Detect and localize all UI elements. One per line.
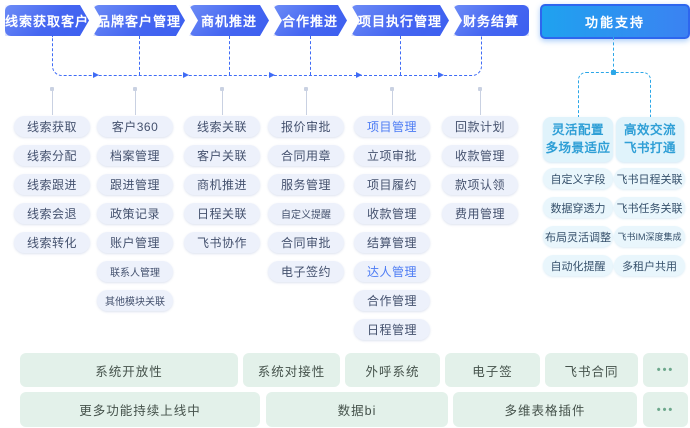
stem-dot xyxy=(133,87,137,91)
feature-chip: 自定义提醒 xyxy=(268,203,344,224)
more-ellipsis-box: ••• xyxy=(643,392,688,427)
feature-chip: 飞书协作 xyxy=(184,232,260,253)
stem-dot xyxy=(304,87,308,91)
feature-chip-highlighted: 达人管理 xyxy=(354,261,430,282)
feature-chip: 客户360 xyxy=(97,116,173,137)
capability-box-more-features: 更多功能持续上线中 xyxy=(20,392,260,427)
stem-dot xyxy=(220,87,224,91)
support-chip: 自动化提醒 xyxy=(543,255,613,276)
support-chip: 数据穿透力 xyxy=(543,197,613,218)
feature-chip: 线索转化 xyxy=(14,232,90,253)
column-feishu-connect: 飞书日程关联 飞书任务关联 飞书IM深度集成 多租户共用 xyxy=(614,168,685,276)
support-header-flexible-config: 灵活配置 多场景适应 xyxy=(543,117,613,162)
feature-chip: 结算管理 xyxy=(354,232,430,253)
feature-chip: 其他模块关联 xyxy=(97,290,173,311)
column-flexible-config: 自定义字段 数据穿透力 布局灵活调整 自动化提醒 xyxy=(543,168,613,276)
support-button: 功能支持 xyxy=(540,4,690,39)
column-stem xyxy=(222,90,223,115)
feature-chip: 线索获取 xyxy=(14,116,90,137)
flow-drop-line xyxy=(310,36,311,75)
stage-pill-brand-customer: 品牌客户管理 xyxy=(93,5,185,36)
flow-drop-line xyxy=(139,36,140,75)
flow-drop-line xyxy=(400,36,401,75)
capability-box-bitable-plugin: 多维表格插件 xyxy=(453,392,637,427)
flow-arrow-icon xyxy=(269,72,275,78)
stem-dot xyxy=(390,87,394,91)
feature-chip: 合作管理 xyxy=(354,290,430,311)
stage-pill-finance-settlement: 财务结算 xyxy=(453,5,529,36)
flow-arrow-icon xyxy=(93,72,99,78)
feature-chip: 线索关联 xyxy=(184,116,260,137)
column-stem xyxy=(392,90,393,115)
column-stem xyxy=(480,90,481,115)
stage-pill-opportunity: 商机推进 xyxy=(189,5,269,36)
feature-chip: 客户关联 xyxy=(184,145,260,166)
feature-chip-highlighted: 项目管理 xyxy=(354,116,430,137)
feature-chip: 回款计划 xyxy=(442,116,518,137)
feature-chip: 线索会退 xyxy=(14,203,90,224)
column-finance-settlement: 回款计划 收款管理 款项认领 费用管理 xyxy=(442,116,518,224)
feature-chip: 线索分配 xyxy=(14,145,90,166)
support-chip: 飞书任务关联 xyxy=(614,197,685,218)
feature-chip: 电子签约 xyxy=(268,261,344,282)
column-brand-customer: 客户360 档案管理 跟进管理 政策记录 账户管理 联系人管理 其他模块关联 xyxy=(97,116,173,311)
column-stem xyxy=(52,90,53,115)
capability-box-system-docking: 系统对接性 xyxy=(243,353,340,387)
support-header-feishu-connect: 高效交流 飞书打通 xyxy=(616,117,684,162)
feature-chip: 日程关联 xyxy=(184,203,260,224)
feature-chip: 政策记录 xyxy=(97,203,173,224)
feature-chip: 线索跟进 xyxy=(14,174,90,195)
feature-chip: 款项认领 xyxy=(442,174,518,195)
feature-chip: 账户管理 xyxy=(97,232,173,253)
column-project-execution: 项目管理 立项审批 项目履约 收款管理 结算管理 达人管理 合作管理 日程管理 xyxy=(354,116,430,340)
feature-chip: 立项审批 xyxy=(354,145,430,166)
support-chip: 飞书日程关联 xyxy=(614,168,685,189)
stem-dot xyxy=(478,87,482,91)
feature-chip: 合同审批 xyxy=(268,232,344,253)
column-cooperation: 报价审批 合同用章 服务管理 自定义提醒 合同审批 电子签约 xyxy=(268,116,344,282)
support-header-line: 灵活配置 xyxy=(551,123,604,137)
support-header-line: 飞书打通 xyxy=(623,140,676,155)
flow-arrow-icon xyxy=(183,72,189,78)
feature-chip: 档案管理 xyxy=(97,145,173,166)
feature-chip: 合同用章 xyxy=(268,145,344,166)
feature-chip: 服务管理 xyxy=(268,174,344,195)
column-stem xyxy=(306,90,307,115)
capability-box-outbound-call: 外呼系统 xyxy=(345,353,440,387)
feature-chip: 收款管理 xyxy=(442,145,518,166)
capability-box-system-openness: 系统开放性 xyxy=(20,353,238,387)
column-opportunity: 线索关联 客户关联 商机推进 日程关联 飞书协作 xyxy=(184,116,260,253)
capability-box-data-bi: 数据bi xyxy=(266,392,448,427)
feature-chip: 项目履约 xyxy=(354,174,430,195)
flow-arrow-icon xyxy=(356,72,362,78)
flow-drop-line xyxy=(229,36,230,75)
stem-dot xyxy=(50,87,54,91)
feature-chip: 跟进管理 xyxy=(97,174,173,195)
stage-pill-lead-acquisition: 线索获取客户 xyxy=(5,5,89,36)
capability-box-feishu-contract: 飞书合同 xyxy=(545,353,638,387)
feature-chip: 商机推进 xyxy=(184,174,260,195)
column-lead-acquisition: 线索获取 线索分配 线索跟进 线索会退 线索转化 xyxy=(14,116,90,253)
feature-chip: 费用管理 xyxy=(442,203,518,224)
support-drop-line xyxy=(613,37,614,72)
support-header-line: 多场景适应 xyxy=(545,140,611,155)
column-stem xyxy=(135,90,136,115)
flow-arrow-icon xyxy=(438,72,444,78)
support-chip: 飞书IM深度集成 xyxy=(614,226,685,247)
stage-pill-project-execution: 项目执行管理 xyxy=(351,5,449,36)
stage-pill-cooperation: 合作推进 xyxy=(273,5,347,36)
capability-box-e-sign: 电子签 xyxy=(445,353,540,387)
support-chip: 多租户共用 xyxy=(614,255,685,276)
feature-chip: 联系人管理 xyxy=(97,261,173,282)
support-branch-line xyxy=(578,72,651,117)
support-chip: 布局灵活调整 xyxy=(543,226,613,247)
feature-chip: 报价审批 xyxy=(268,116,344,137)
support-junction-dot xyxy=(611,70,616,75)
feature-chip: 日程管理 xyxy=(354,319,430,340)
support-chip: 自定义字段 xyxy=(543,168,613,189)
flow-connector-line xyxy=(52,36,482,76)
support-header-line: 高效交流 xyxy=(623,123,676,137)
feature-chip: 收款管理 xyxy=(354,203,430,224)
more-ellipsis-box: ••• xyxy=(643,353,688,387)
